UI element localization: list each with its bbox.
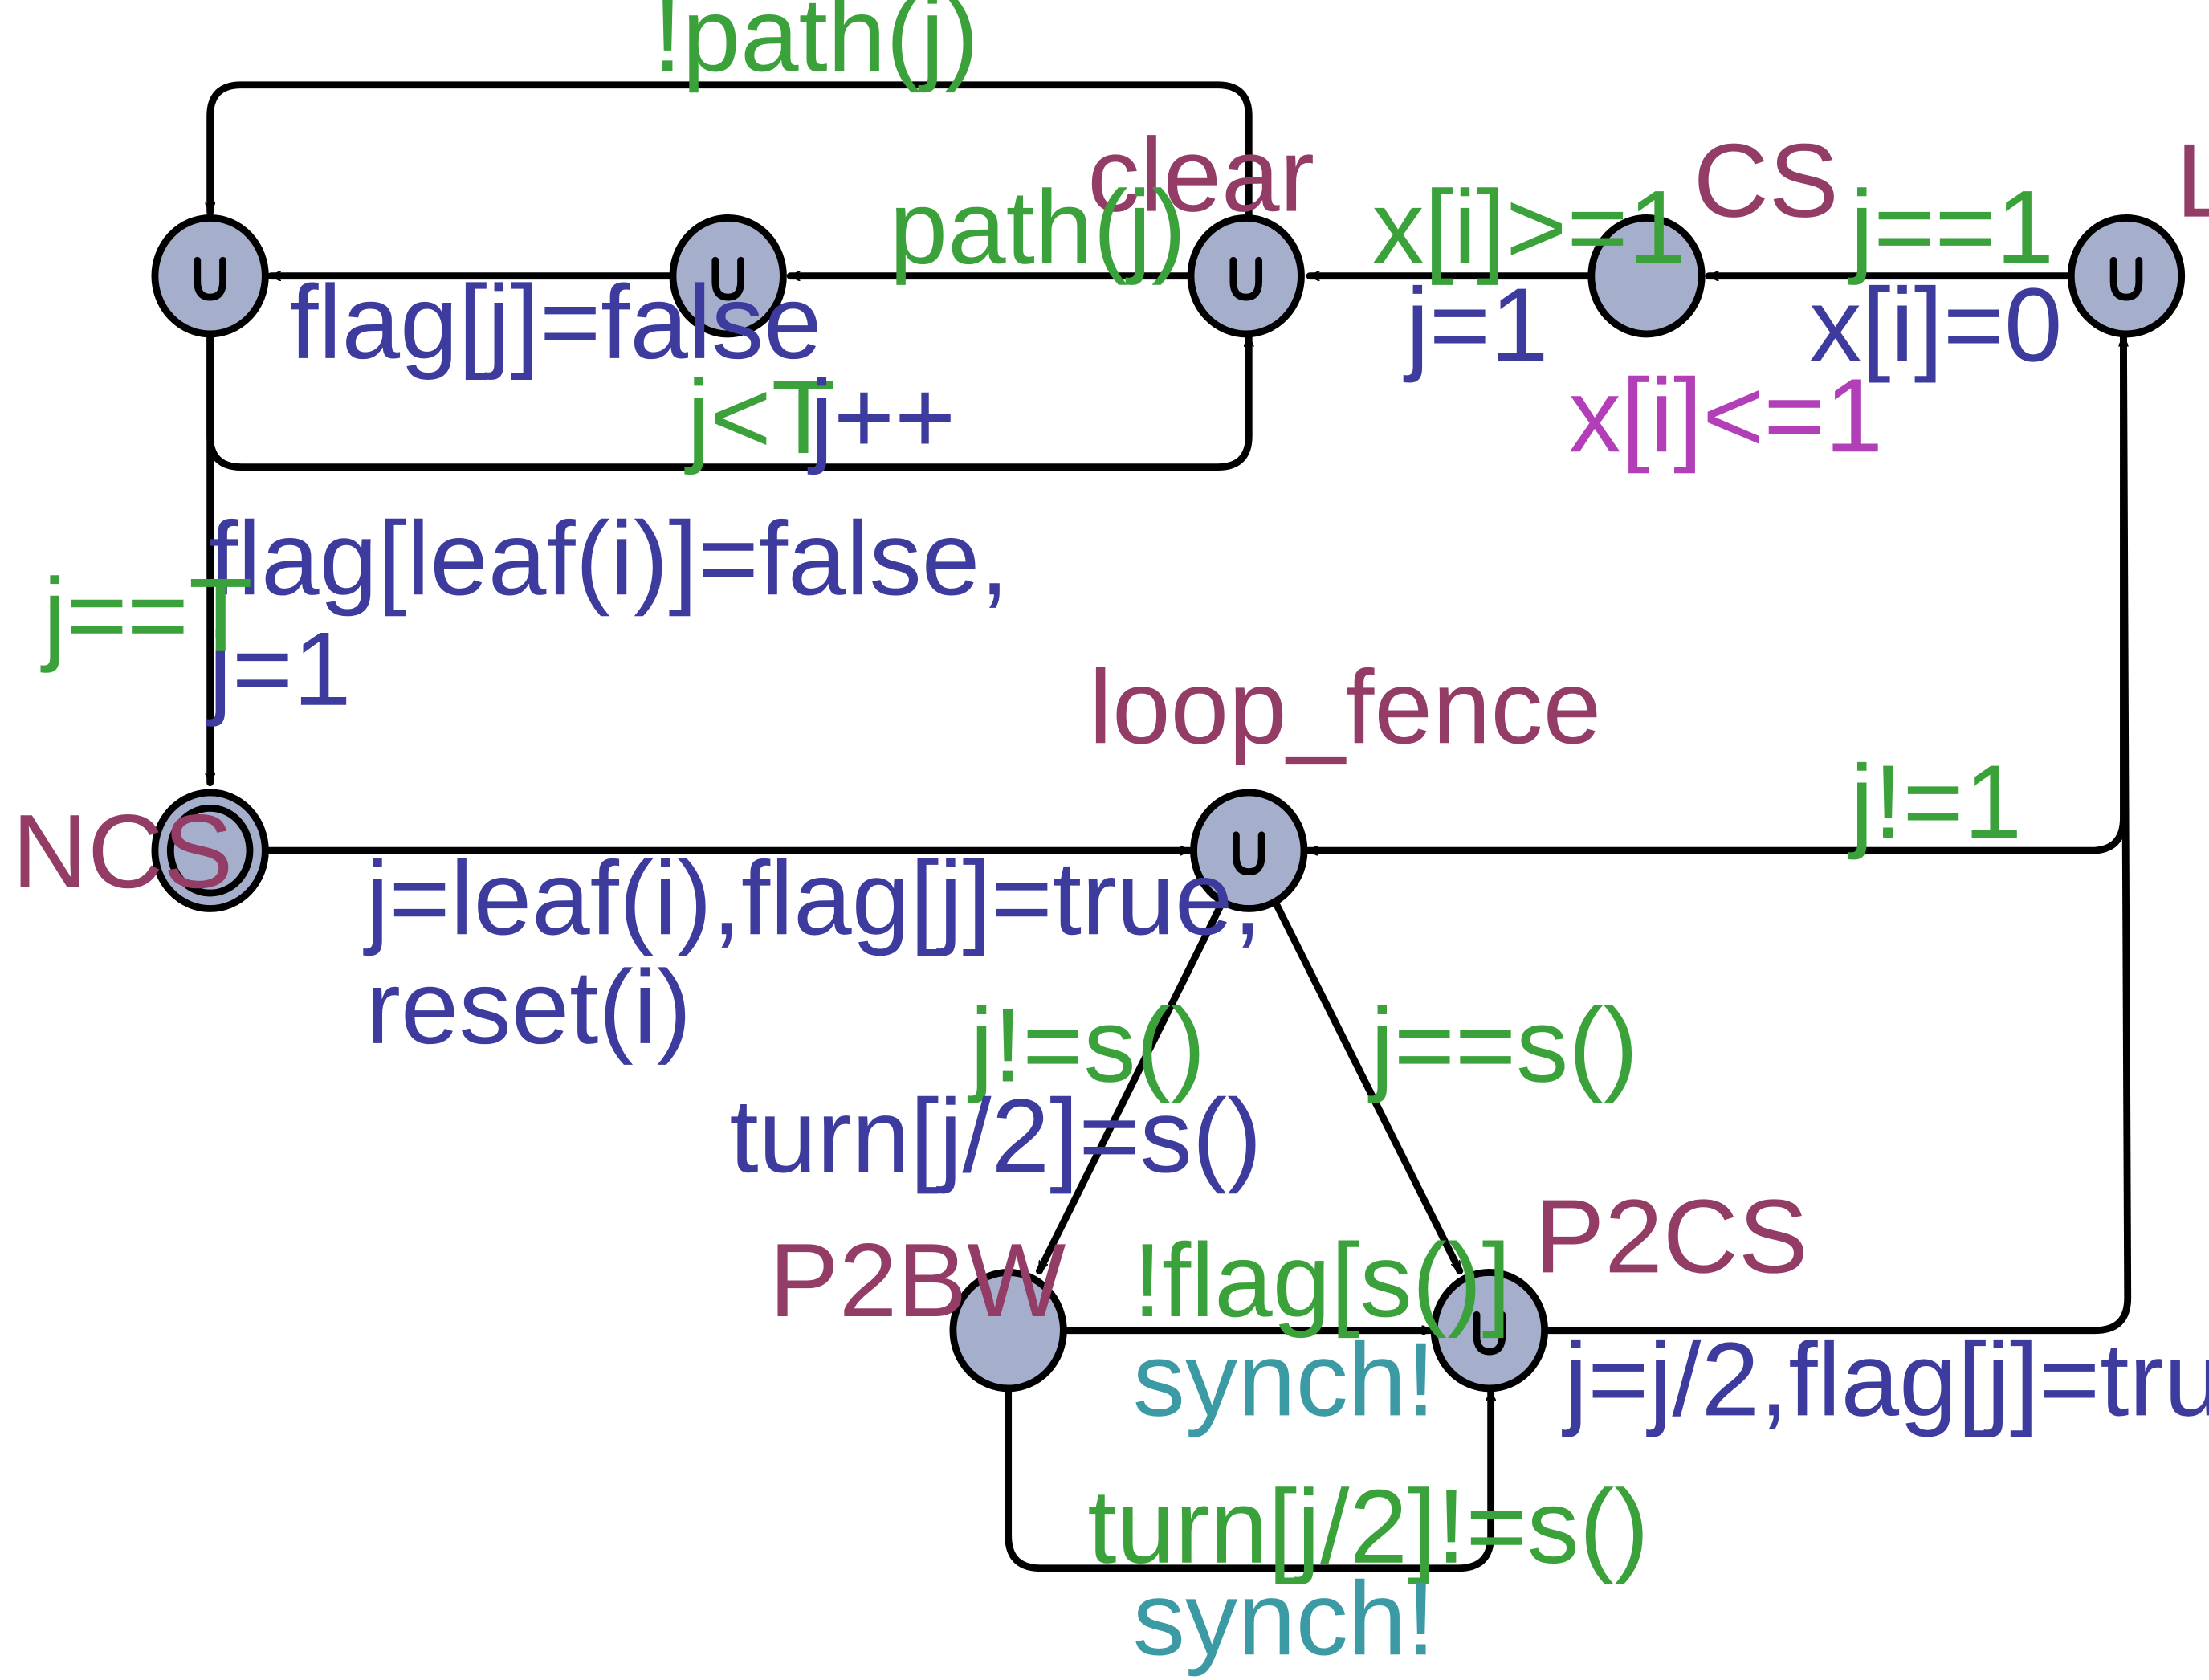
sync-synch-1: synch!: [1133, 1320, 1436, 1437]
guard-not-path: !path(j): [653, 0, 979, 93]
edges: [210, 81, 2132, 1572]
location-cs[interactable]: [1587, 214, 1706, 338]
location-names: clear CS L NCS loop_fence P2BW P2CS: [12, 116, 2209, 1339]
urgent-mark-icon: [1229, 256, 1263, 301]
locations: [151, 214, 2186, 1393]
guard-turn-ne-s: turn[j/2]!=s(): [1087, 1468, 1649, 1585]
update-x-reset: x[i]=0: [1809, 266, 2062, 383]
location-p2bw[interactable]: [949, 1269, 1067, 1393]
urgent-mark-icon: [194, 256, 226, 301]
update-turn-assign: turn[j/2]=s(): [729, 1077, 1261, 1194]
edge-clear-to-topleft-not-path[interactable]: [210, 81, 1253, 226]
guard-j-eq-t: j==T: [40, 557, 253, 674]
location-name-l: L: [2176, 122, 2209, 239]
edge-p2bw-to-p2cs-turn[interactable]: [1005, 1384, 1491, 1572]
update-j-1-ncs: j=1: [206, 610, 352, 728]
update-j-assign-1: j=1: [1403, 266, 1549, 383]
location-name-cs: CS: [1693, 122, 1839, 239]
location-loop-fence[interactable]: [1190, 789, 1308, 912]
edge-p2cs-to-l[interactable]: [1545, 333, 2132, 1335]
location-mid[interactable]: [669, 214, 787, 338]
guard-j-lt-t: j<T: [684, 358, 836, 475]
guard-j-ne-s: j!=s(): [967, 986, 1205, 1103]
location-name-p2bw: P2BW: [769, 1221, 1066, 1339]
guard-j-eq-s: j==s(): [1367, 986, 1638, 1103]
location-l[interactable]: [2067, 214, 2186, 338]
location-name-clear: clear: [1087, 116, 1314, 234]
invariant-x-le-1: x[i]<=1: [1569, 357, 1883, 474]
update-flag-false: flag[j]=false: [289, 263, 821, 381]
edge-loopfence-to-p2cs[interactable]: [1274, 902, 1464, 1275]
update-flag-leaf-false: flag[leaf(i)]=false,: [209, 500, 1009, 617]
urgent-mark-icon: [1473, 1311, 1506, 1356]
edge-loopfence-to-p2bw[interactable]: [1036, 902, 1225, 1275]
guard-j-eq-1: j==1: [1847, 169, 2054, 286]
location-ncs[interactable]: [151, 789, 269, 912]
sync-synch-2: synch!: [1133, 1560, 1436, 1677]
urgent-mark-icon: [2109, 256, 2143, 301]
location-top-left[interactable]: [151, 214, 269, 338]
initial-mark-icon: [166, 804, 254, 897]
urgent-mark-icon: [711, 256, 744, 301]
edge-labels: !path(j) path(j) flag[j]=false j<T j++ x…: [40, 0, 2209, 1677]
location-name-p2cs: P2CS: [1534, 1177, 1808, 1295]
location-clear[interactable]: [1187, 214, 1305, 338]
update-j-leaf: j=leaf(i),flag[j]=true,: [363, 839, 1262, 956]
urgent-mark-icon: [1232, 831, 1265, 876]
guard-x-ge-1: x[i]>=1: [1372, 169, 1686, 286]
guard-j-ne-1: j!=1: [1847, 743, 2022, 860]
update-j-half: j=j/2,flag[j]=true: [1561, 1320, 2209, 1437]
location-p2cs[interactable]: [1430, 1269, 1549, 1393]
guard-path: path(j): [890, 169, 1187, 286]
location-name-loop-fence: loop_fence: [1089, 648, 1601, 765]
location-name-ncs: NCS: [12, 793, 233, 910]
guard-not-flag-s: !flag[s()]: [1133, 1221, 1511, 1339]
update-reset-i: reset(i): [366, 948, 692, 1066]
update-j-inc: j++: [807, 358, 956, 475]
